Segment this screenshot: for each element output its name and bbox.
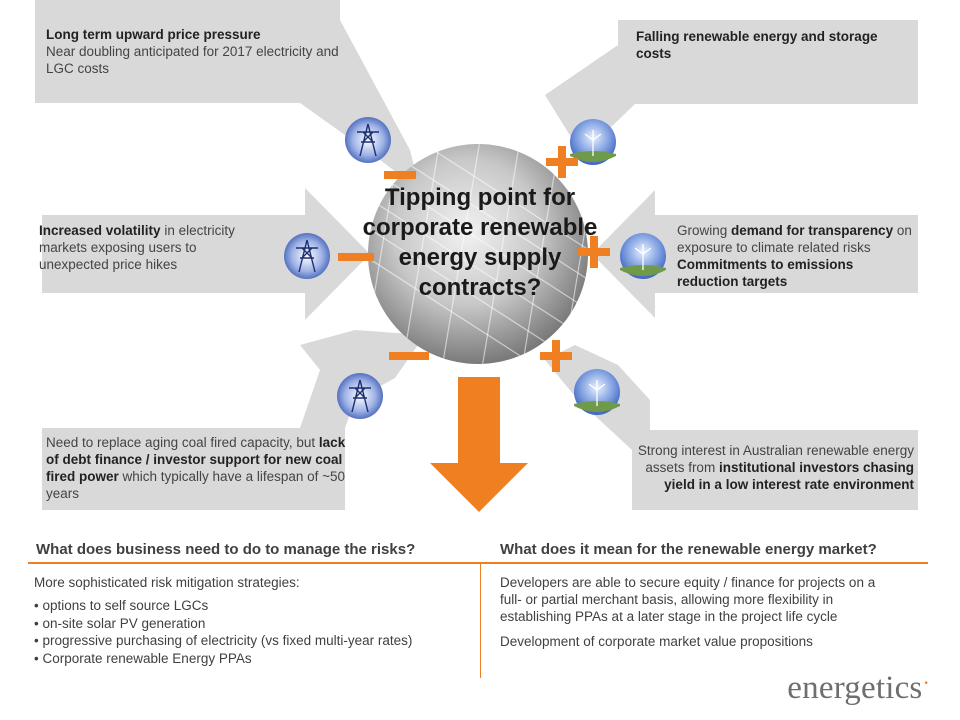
factor-bold: lack of debt finance / investor support … <box>46 435 346 484</box>
list-item: • options to self source LGCs <box>34 598 209 613</box>
factor-text: Need to replace aging coal fired capacit… <box>46 435 319 450</box>
panel-top-right <box>545 20 918 155</box>
wind-turbine-icon <box>570 119 616 165</box>
factor-text: Near doubling anticipated for 2017 elect… <box>46 44 339 76</box>
panel-middle-right <box>592 190 918 318</box>
factor-text: on exposure to climate related risks <box>677 223 912 255</box>
list-item: • progressive purchasing of electricity … <box>34 633 413 648</box>
solar-sphere <box>368 144 588 364</box>
market-paragraph: Development of corporate market value pr… <box>500 634 813 649</box>
power-pylon-icon <box>345 117 391 163</box>
power-pylon-icon <box>337 373 383 419</box>
diagram-graphics <box>35 0 918 512</box>
logo-dot: · <box>922 670 930 695</box>
tipping-point-diagram: Tipping point for corporate renewable en… <box>35 0 918 512</box>
logo-text: energetics <box>787 670 923 706</box>
plus-sign-middle-right <box>578 236 610 268</box>
minus-sign-top-left <box>384 171 416 179</box>
minus-sign-middle-left <box>338 253 374 261</box>
market-column: Developers are able to secure equity / f… <box>500 574 900 650</box>
factor-top-left: Long term upward price pressure Near dou… <box>46 26 341 77</box>
list-item: • Corporate renewable Energy PPAs <box>34 650 252 666</box>
center-title: Tipping point for corporate renewable en… <box>362 184 598 301</box>
business-column: More sophisticated risk mitigation strat… <box>34 574 474 667</box>
market-question-heading: What does it mean for the renewable ener… <box>500 541 877 558</box>
plus-sign-bottom-right <box>540 340 572 372</box>
factor-text: Strong interest in Australian renewable … <box>637 443 914 475</box>
power-pylon-icon <box>284 233 330 279</box>
factor-middle-right: Growing demand for transparency on expos… <box>677 222 917 290</box>
factor-bottom-right: Strong interest in Australian renewable … <box>630 442 914 493</box>
energetics-logo: energetics· <box>787 670 930 707</box>
business-question-heading: What does business need to do to manage … <box>36 541 416 558</box>
panel-middle-left <box>42 188 370 320</box>
wind-turbine-icon <box>620 233 666 279</box>
factor-text: in electricity markets exposing users to… <box>39 223 235 272</box>
factor-bold: demand for transparency <box>731 223 894 238</box>
market-paragraph: Developers are able to secure equity / f… <box>500 575 876 624</box>
factor-bold: Commitments to emissions reduction targe… <box>677 257 854 289</box>
down-arrow-icon <box>430 377 528 512</box>
bottom-section: What does business need to do to manage … <box>0 530 960 720</box>
factor-text: Growing <box>677 223 732 238</box>
factor-middle-left: Increased volatility in electricity mark… <box>39 222 269 273</box>
panel-bottom-right <box>545 345 918 510</box>
business-list: • options to self source LGCs • on-site … <box>34 597 474 667</box>
panel-bottom-left <box>42 330 425 510</box>
factor-heading: Falling renewable energy and storage cos… <box>636 29 878 61</box>
wind-turbine-icon <box>574 369 620 415</box>
factor-heading: Long term upward price pressure <box>46 27 261 42</box>
factor-bold: institutional investors chasing yield in… <box>664 460 914 492</box>
panel-top-left <box>35 0 420 190</box>
header-rule <box>28 562 928 564</box>
factor-text: which typically have a lifespan of ~50 y… <box>46 469 346 501</box>
factor-bold: Increased volatility <box>39 223 161 238</box>
column-divider <box>480 564 481 678</box>
list-item: • on-site solar PV generation <box>34 615 206 631</box>
business-intro: More sophisticated risk mitigation strat… <box>34 575 300 590</box>
factor-bottom-left: Need to replace aging coal fired capacit… <box>46 434 346 502</box>
factor-top-right: Falling renewable energy and storage cos… <box>636 28 906 62</box>
minus-sign-bottom-left <box>389 352 429 360</box>
plus-sign-top-right <box>546 146 578 178</box>
